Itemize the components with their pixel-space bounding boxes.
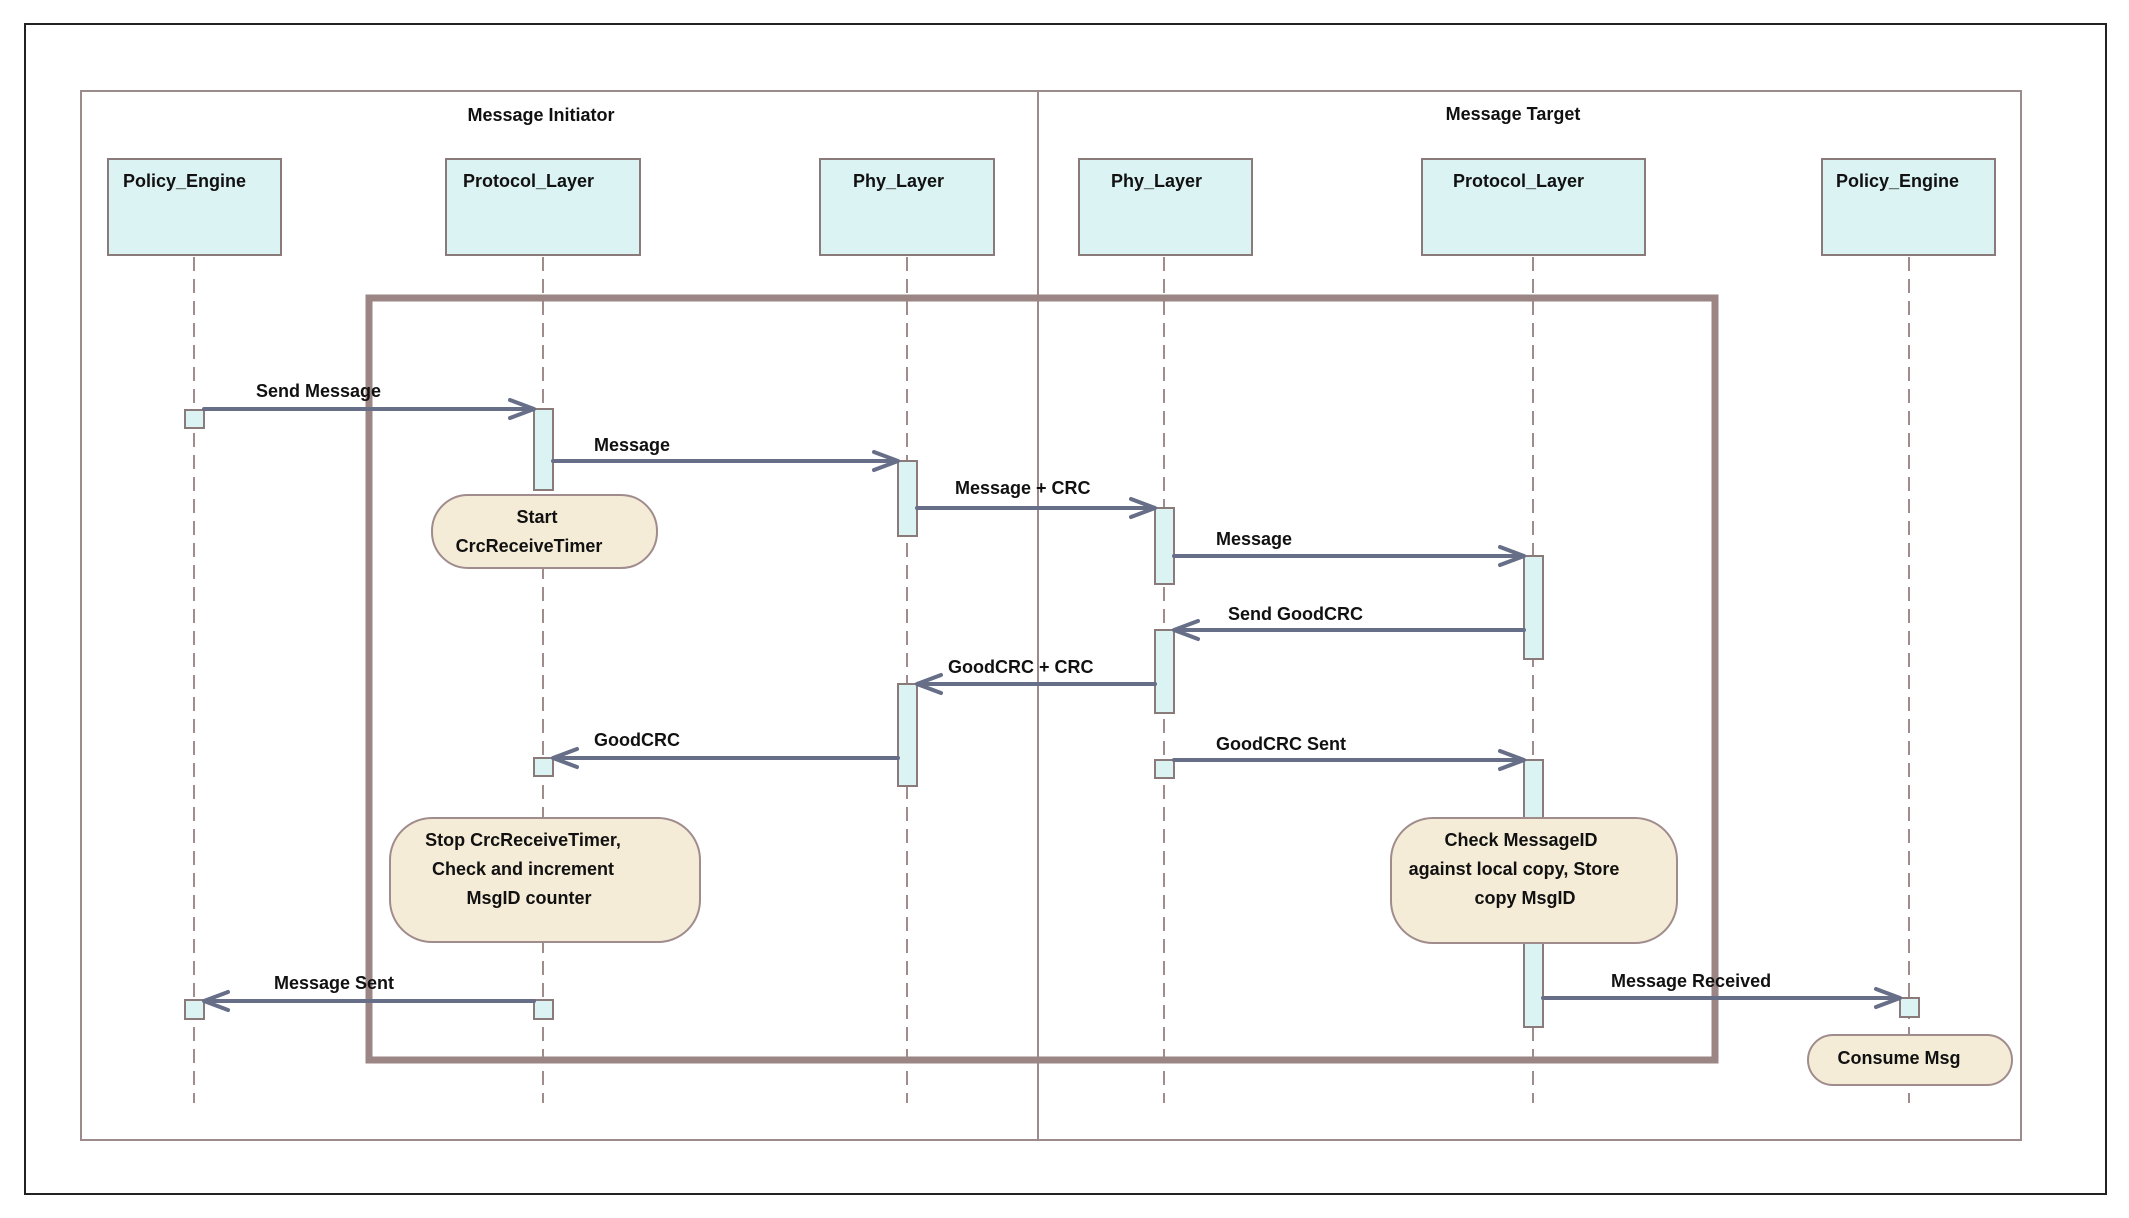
message-label: Message Sent: [274, 973, 394, 993]
activation-bar: [1154, 759, 1175, 779]
message-label: GoodCRC: [594, 730, 680, 750]
message-goodcrc-plus-crc: [915, 673, 1157, 695]
lifeline-head-box: [1421, 158, 1646, 256]
lifeline-head-box: [819, 158, 995, 256]
lifeline-policy-engine-target: Policy_Engine: [1821, 158, 1996, 1103]
activation-bar: [1154, 629, 1175, 714]
message-label: GoodCRC + CRC: [948, 657, 1094, 677]
note-line: copy MsgID: [1474, 888, 1575, 908]
activation-bar: [1523, 555, 1544, 660]
note-line: Check and increment: [432, 859, 614, 879]
region-title-initiator: Message Initiator: [467, 105, 614, 125]
note-start-crc-receive-timer: Start CrcReceiveTimer: [431, 494, 658, 569]
note-line: Consume Msg: [1837, 1048, 1960, 1068]
note-box: [389, 817, 701, 943]
message-label: Send GoodCRC: [1228, 604, 1363, 624]
message-message-received: [1541, 987, 1902, 1009]
activation-bar: [897, 683, 918, 787]
activation-bar: [184, 999, 205, 1020]
lifeline-head-box: [1078, 158, 1253, 256]
note-line: Check MessageID: [1444, 830, 1597, 850]
message-send-goodcrc: [1172, 619, 1526, 641]
message-goodcrc: [551, 747, 900, 769]
note-box: [1807, 1034, 2013, 1086]
note-line: MsgID counter: [466, 888, 591, 908]
note-box: [1390, 817, 1678, 944]
lifeline-protocol-layer-initiator: Protocol_Layer: [445, 158, 641, 1103]
activation-bar: [897, 460, 918, 537]
activation-bar: [1154, 507, 1175, 585]
fragment-frame: [365, 294, 1719, 1064]
message-label: Send Message: [256, 381, 381, 401]
message-label: Message: [594, 435, 670, 455]
lifeline-protocol-layer-target: Protocol_Layer: [1421, 158, 1646, 1103]
note-check-message-id: Check MessageID against local copy, Stor…: [1390, 817, 1678, 944]
note-line: against local copy, Store: [1409, 859, 1620, 879]
activation-bar: [533, 757, 554, 777]
message-send-message: [202, 398, 536, 420]
message-message-plus-crc: [915, 497, 1157, 519]
message-labels: Send Message Message Message + CRC Messa…: [256, 381, 1771, 993]
lifeline-head-box: [1821, 158, 1996, 256]
note-line: CrcReceiveTimer: [456, 536, 603, 556]
message-goodcrc-sent: [1172, 749, 1526, 771]
activation-bar: [533, 999, 554, 1020]
note-stop-crc-receive-timer: Stop CrcReceiveTimer, Check and incremen…: [389, 817, 701, 943]
message-message-phy-to-pl: [1172, 545, 1526, 567]
note-line: Start: [516, 507, 557, 527]
messages: [202, 398, 1902, 1012]
lifeline-label: Protocol_Layer: [1453, 171, 1584, 191]
note-line: Stop CrcReceiveTimer,: [425, 830, 621, 850]
message-label: Message + CRC: [955, 478, 1091, 498]
activation-bar: [533, 408, 554, 491]
note-box: [431, 494, 658, 569]
message-label: Message: [1216, 529, 1292, 549]
note-consume-msg: Consume Msg: [1807, 1034, 2013, 1086]
outer-frame: [24, 23, 2107, 1195]
lifeline-head-box: [445, 158, 641, 256]
message-message-sent: [202, 990, 536, 1012]
lifeline-label: Phy_Layer: [1111, 171, 1202, 191]
lifeline-phy-layer-target: Phy_Layer: [1078, 158, 1253, 1103]
lifeline-phy-layer-initiator: Phy_Layer: [819, 158, 995, 1103]
lifeline-label: Policy_Engine: [123, 171, 246, 191]
message-message-pl-to-phy: [551, 450, 900, 472]
lifeline-label: Policy_Engine: [1836, 171, 1959, 191]
region-message-target: [1037, 90, 2022, 1141]
message-label: GoodCRC Sent: [1216, 734, 1346, 754]
lifeline-policy-engine-initiator: Policy_Engine: [107, 158, 282, 1103]
activation-bar: [1899, 997, 1920, 1018]
lifeline-label: Phy_Layer: [853, 171, 944, 191]
lifeline-label: Protocol_Layer: [463, 171, 594, 191]
region-title-target: Message Target: [1446, 104, 1581, 124]
lifeline-head-box: [107, 158, 282, 256]
activation-bar: [184, 409, 205, 429]
message-label: Message Received: [1611, 971, 1771, 991]
